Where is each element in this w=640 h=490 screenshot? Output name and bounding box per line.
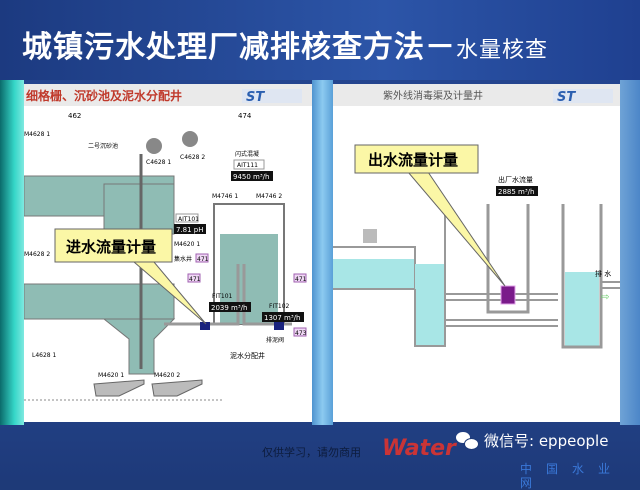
st-logo: ST: [553, 89, 613, 105]
right-diagram-panel: 紫外线消毒渠及计量井 ST 出厂水流量 2885 m³/h 排 水 ⇨ 出水流量…: [333, 84, 620, 422]
grit-hopper-lower: [102, 318, 176, 375]
label-flash-mixer: 闪式混凝: [235, 150, 259, 158]
tag-blower-1: C4628 1: [146, 159, 171, 166]
inlet-flow-callout-text: 进水流量计量: [66, 238, 156, 256]
tag-474: 474: [238, 112, 252, 120]
value-fit101: 2039 m³/h: [211, 304, 247, 312]
outlet-flow-value: 2885 m³/h: [498, 188, 534, 196]
tag-ait111: AIT111: [237, 162, 258, 169]
tag-fit102: FIT102: [269, 303, 290, 310]
outlet-flow-callout: [354, 144, 479, 174]
tag-blower-2: C4628 2: [180, 154, 205, 161]
tag-grille-2: M4628 2: [24, 251, 50, 258]
outlet-chamber-water: [415, 264, 445, 346]
tag-fit101: FIT101: [212, 293, 233, 300]
flowmeter-icon: [200, 322, 210, 330]
tag-462: 462: [68, 112, 81, 120]
tag-screw-2: M4620 2: [154, 372, 180, 379]
flowmeter-icon: [274, 322, 284, 330]
panel-header-title: 细格栅、沉砂池及泥水分配井: [26, 88, 182, 103]
uv-lamp-module: [363, 229, 377, 243]
slide-title: 城镇污水处理厂减排核查方法－水量核查: [22, 22, 548, 66]
uv-channel-water: [333, 259, 415, 289]
discharge-chamber-water: [565, 272, 599, 347]
value-ait101: 7.81 pH: [176, 226, 204, 234]
footer-note: 仅供学习，请勿商用: [262, 446, 361, 459]
outlet-flow-callout-text: 出水流量计量: [368, 151, 458, 169]
panel-header-title: 紫外线消毒渠及计量井: [383, 89, 483, 102]
brand-watermark: Water: [382, 436, 456, 461]
label-valve: 排泥阀: [266, 336, 284, 344]
inlet-flow-callout: [54, 228, 173, 263]
label-distribution-well: 泥水分配井: [230, 351, 265, 360]
brand-watermark-sub: 中国水业网: [520, 462, 625, 490]
value-fit102: 1307 m³/h: [264, 314, 300, 322]
left-diagram-panel: 细格栅、沉砂池及泥水分配井 ST 462 474 二号沉砂池 C4628 1 C…: [24, 84, 312, 422]
panel-header: [333, 84, 620, 106]
title-main: 城镇污水处理厂减排核查方法－: [22, 30, 456, 65]
outlet-flow-label: 出厂水流量: [498, 175, 533, 184]
title-bar: 城镇污水处理厂减排核查方法－水量核查: [0, 0, 640, 80]
title-sub: 水量核查: [456, 38, 549, 63]
panel-header: [24, 84, 312, 106]
tag-l4628: L4628 1: [32, 352, 57, 359]
tag-m4620-1: M4620 1: [174, 241, 200, 248]
left-accent-bar: [0, 80, 24, 425]
grit-hopper: [103, 183, 175, 235]
svg-text:ST: ST: [557, 90, 576, 105]
st-logo: ST: [242, 89, 302, 105]
tag-471: 471: [197, 256, 209, 263]
metering-well: [486, 204, 530, 314]
tag-471: 471: [189, 276, 201, 283]
sand-separator-2: [151, 379, 203, 397]
label-discharge: 排 水: [595, 269, 611, 278]
blower-icon: [182, 131, 198, 147]
grit-tank-lower: [24, 283, 175, 320]
sand-separator-1: [93, 379, 145, 397]
tag-grille-1: M4628 1: [24, 131, 50, 138]
tag-471: 471: [295, 276, 307, 283]
wechat-id-text: 微信号: eppeople: [484, 432, 609, 450]
label-collection-well: 集水井: [174, 255, 192, 263]
tag-ait101: AIT101: [178, 216, 199, 223]
svg-text:ST: ST: [246, 90, 265, 105]
tag-screw-1: M4620 1: [98, 372, 124, 379]
tag-473: 473: [295, 330, 307, 337]
value-ait111: 9450 m³/h: [233, 173, 269, 181]
wechat-id: 微信号: eppeople: [456, 432, 608, 450]
right-accent-bar: [620, 80, 640, 425]
middle-accent-bar: [312, 80, 333, 425]
wechat-icon: [456, 432, 479, 450]
tag-m4746-1: M4746 1: [212, 193, 238, 200]
label-grit-chamber: 二号沉砂池: [88, 142, 118, 150]
blower-icon: [146, 138, 162, 154]
outlet-flowmeter: [500, 285, 516, 305]
tag-m4746-2: M4746 2: [256, 193, 282, 200]
arrow-right-icon: ⇨: [601, 292, 609, 303]
